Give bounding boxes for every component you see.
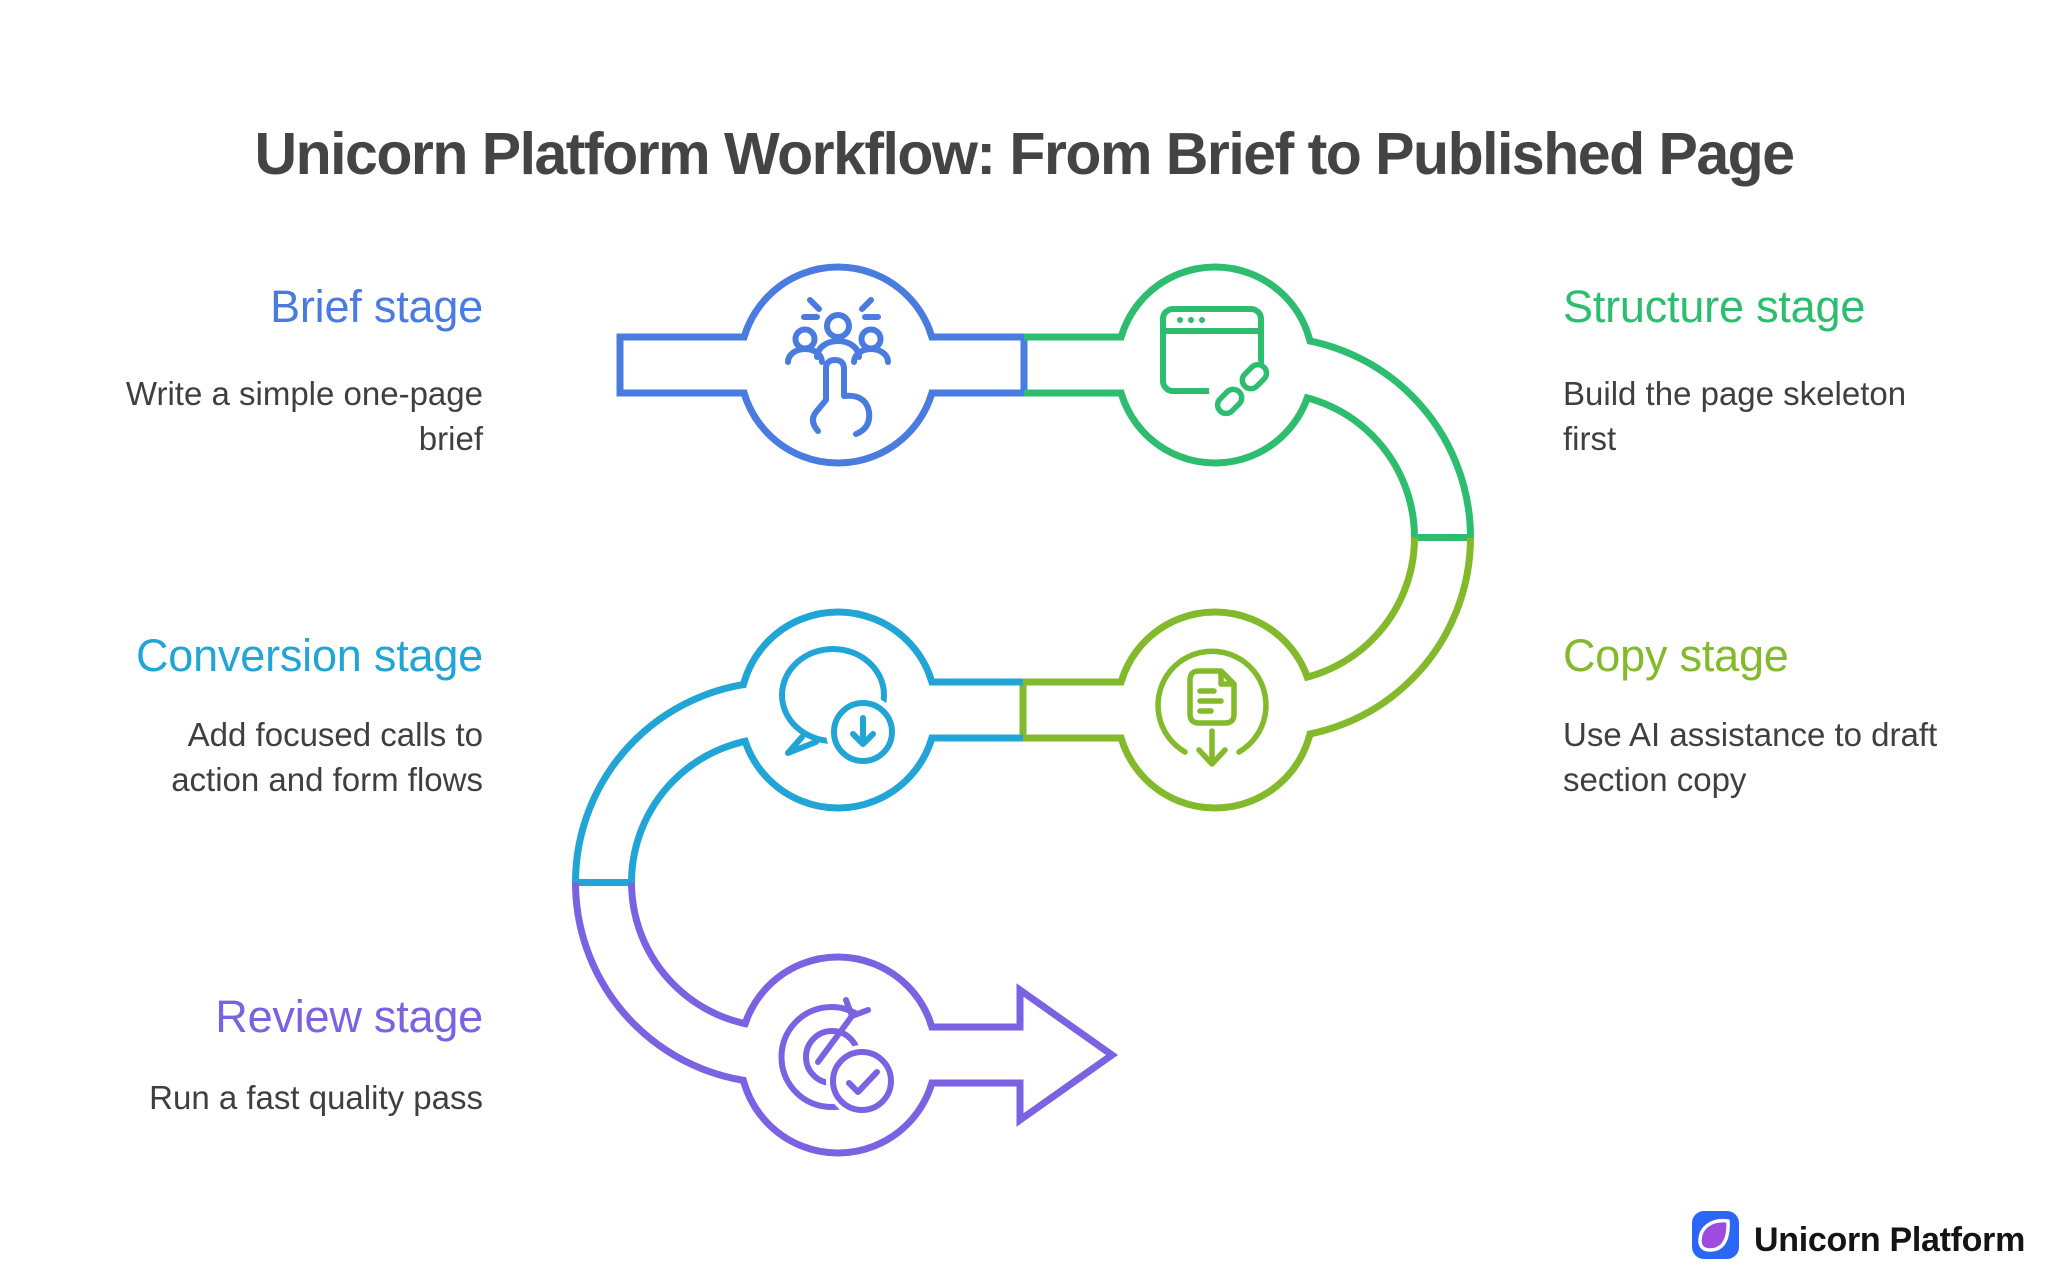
stage-label-brief: Brief stage xyxy=(270,281,483,332)
band-segment-copy xyxy=(1019,537,1474,742)
stage-description-brief: Write a simple one-page brief xyxy=(125,375,483,457)
brand-logo-petal-icon xyxy=(1698,1218,1730,1252)
stage-description-copy: Use AI assistance to draft section copy xyxy=(1563,716,1938,798)
stage-icons xyxy=(778,297,1275,1117)
band-segment-review xyxy=(572,882,1119,1127)
band-segment-brief xyxy=(616,333,1028,397)
band-strokes xyxy=(572,333,1474,1127)
band-segment-structure xyxy=(1024,333,1474,541)
stage-label-copy: Copy stage xyxy=(1563,630,1789,681)
stage-description-structure: Build the page skeleton first xyxy=(1563,375,1907,457)
stage-description-conversion: Add focused calls to action and form flo… xyxy=(171,716,483,798)
target-check-icon xyxy=(778,997,898,1117)
stage-label-review: Review stage xyxy=(215,991,483,1042)
stage-label-structure: Structure stage xyxy=(1563,281,1866,332)
team-select-icon xyxy=(785,297,891,437)
browser-link-icon xyxy=(1160,306,1275,423)
stage-description-review: Run a fast quality pass xyxy=(149,1079,483,1116)
page-title: Unicorn Platform Workflow: From Brief to… xyxy=(254,121,1795,187)
band-segment-conversion xyxy=(572,678,1023,886)
chat-download-icon xyxy=(779,646,900,769)
document-download-icon xyxy=(1155,648,1269,767)
stage-label-conversion: Conversion stage xyxy=(135,630,483,681)
brand-name: Unicorn Platform xyxy=(1754,1221,2026,1259)
brand-logo xyxy=(1692,1211,1739,1259)
